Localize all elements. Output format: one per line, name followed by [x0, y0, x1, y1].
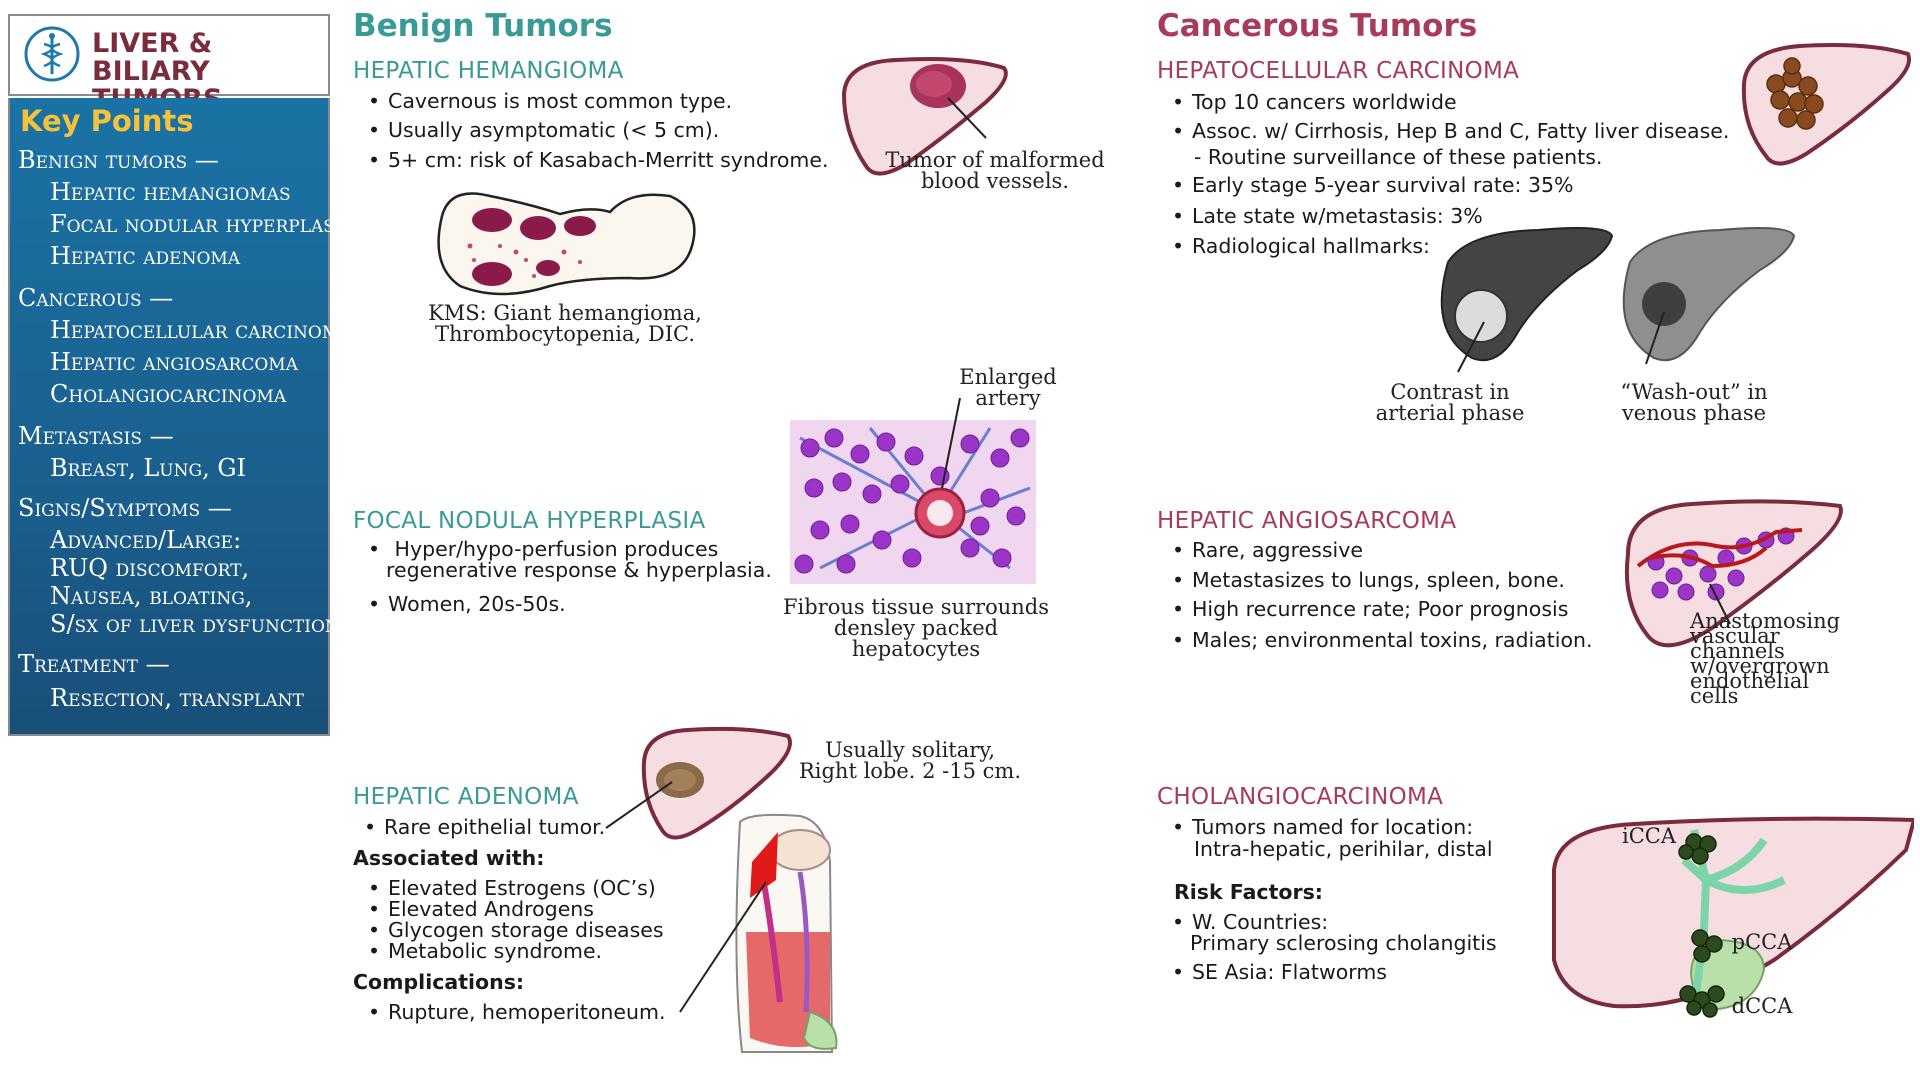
benign-title: Benign Tumors [353, 8, 613, 44]
risk-factors-title: Risk Factors: [1174, 880, 1323, 904]
hemangioma-bullet-3: 5+ cm: risk of Kasabach-Merritt syndrome… [370, 148, 829, 172]
angiosarcoma-liver-illustration [1624, 499, 1843, 648]
cancerous-title: Cancerous Tumors [1157, 8, 1478, 44]
key-points-title: Key Points [20, 104, 194, 138]
key-point-hcc: Hepatocellular carcinoma [50, 316, 352, 344]
associated-title: Associated with: [353, 846, 545, 870]
risk-1: W. Countries: [1174, 910, 1328, 934]
pcca-label: pCCA [1731, 930, 1793, 954]
key-point-advanced: Advanced/Large: [50, 526, 242, 554]
fnh-bullet-1: Hyper/hypo-perfusion produces [370, 537, 719, 561]
hcc-bullet-5: Radiological hallmarks: [1174, 234, 1430, 258]
hcc-title: HEPATOCELLULAR CARCINOMA [1157, 58, 1520, 84]
icca-label: iCCA [1621, 824, 1677, 848]
hcc-bullet-3: Early stage 5-year survival rate: 35% [1174, 173, 1574, 197]
fnh-bullet-2: Women, 20s-50s. [370, 592, 566, 616]
arterial-label: Contrast in arterial phase [1375, 380, 1525, 425]
venous-label: “Wash-out” in venous phase [1620, 380, 1768, 425]
key-point-cholangio: Cholangiocarcinoma [50, 380, 287, 408]
key-points-panel: Key Points Benign tumors — Hepatic heman… [8, 98, 354, 736]
dcca-label: dCCA [1731, 994, 1793, 1018]
associated-1: Elevated Estrogens (OC’s) [370, 876, 656, 900]
key-point-nausea: Nausea, bloating, [50, 582, 253, 610]
caduceus-logo-icon [24, 26, 80, 82]
risk-1-line-2: Primary sclerosing cholangitis [1190, 931, 1497, 955]
associated-4: Metabolic syndrome. [370, 939, 602, 963]
title-box: LIVER & BILIARY TUMORS [8, 14, 330, 114]
hcc-sub: - Routine surveillance of these patients… [1194, 145, 1603, 169]
complications-title: Complications: [353, 970, 525, 994]
arterial-phase-illustration [1440, 227, 1614, 373]
associated-3: Glycogen storage diseases [370, 918, 664, 942]
hemangioma-bullet-1: Cavernous is most common type. [370, 89, 732, 113]
key-point-signs: Signs/Symptoms — [18, 494, 232, 522]
adenoma-liver-illustration [641, 726, 792, 840]
key-point-cancerous: Cancerous — [18, 284, 174, 312]
angiosarcoma-bullet-1: Rare, aggressive [1174, 538, 1363, 562]
kms-label: KMS: Giant hemangioma, Thrombocytopenia,… [428, 301, 702, 346]
biliary-tree-illustration [1552, 816, 1914, 1018]
key-point-hemangiomas: Hepatic hemangiomas [50, 178, 291, 206]
adenoma-pointer-line [605, 781, 673, 829]
artery-label: Enlarged artery [959, 365, 1057, 410]
adenoma-bullet: Rare epithelial tumor. [366, 815, 605, 839]
fnh-hepatocytes-illustration [790, 398, 1036, 584]
key-point-ruq: RUQ discomfort, [50, 554, 250, 582]
hemangioma-liver-illustration [841, 57, 1008, 176]
key-point-angiosarcoma: Hepatic angiosarcoma [50, 348, 298, 376]
risk-2: SE Asia: Flatworms [1174, 960, 1387, 984]
cholangio-bullet-1-line-2: Intra-hepatic, perihilar, distal [1194, 837, 1493, 861]
key-point-fnh: Focal nodular hyperplasia [50, 210, 354, 238]
hemangioma-bullet-2: Usually asymptomatic (< 5 cm). [370, 118, 719, 142]
angiosarcoma-bullet-3: High recurrence rate; Poor prognosis [1174, 597, 1568, 621]
angiosarcoma-bullet-4: Males; environmental toxins, radiation. [1174, 628, 1593, 652]
fnh-tissue-label: Fibrous tissue surrounds densley packed … [782, 595, 1050, 661]
hcc-bullet-1: Top 10 cancers worldwide [1174, 90, 1457, 114]
hcc-bullet-4: Late state w/metastasis: 3% [1174, 204, 1483, 228]
complication-1: Rupture, hemoperitoneum. [370, 1000, 666, 1024]
hcc-bullet-2: Assoc. w/ Cirrhosis, Hep B and C, Fatty … [1174, 119, 1729, 143]
hemoperitoneum-torso-illustration [679, 813, 838, 1053]
key-point-adenoma: Hepatic adenoma [50, 242, 241, 270]
fnh-title: FOCAL NODULA HYPERPLASIA [353, 508, 706, 534]
venous-phase-illustration [1622, 227, 1796, 365]
hcc-liver-illustration [1741, 43, 1911, 166]
angiosarcoma-title: HEPATIC ANGIOSARCOMA [1157, 508, 1457, 534]
hemangioma-liver-label: Tumor of malformed blood vessels. [885, 148, 1105, 193]
title-line-1: LIVER & BILIARY [92, 28, 213, 87]
adenoma-solitary-label: Usually solitary, Right lobe. 2 -15 cm. [798, 738, 1022, 783]
associated-2: Elevated Androgens [370, 897, 594, 921]
key-point-resection: Resection, transplant [50, 684, 304, 712]
key-point-metastasis: Metastasis — [18, 422, 174, 450]
fnh-bullet-1-line-2: regenerative response & hyperplasia. [386, 558, 772, 582]
angiosarcoma-label: Anastomosing vascular channels w/overgro… [1690, 609, 1841, 708]
key-point-benign: Benign tumors — [18, 146, 219, 174]
hemangioma-title: HEPATIC HEMANGIOMA [353, 58, 624, 84]
key-point-treatment: Treatment — [18, 650, 170, 678]
adenoma-title: HEPATIC ADENOMA [353, 784, 579, 810]
infant-kms-illustration [437, 192, 696, 296]
angiosarcoma-bullet-2: Metastasizes to lungs, spleen, bone. [1174, 568, 1565, 592]
key-point-liver-dysfunction: S/sx of liver dysfunction. [50, 610, 348, 638]
cholangio-title: CHOLANGIOCARCINOMA [1157, 784, 1444, 810]
key-point-metastasis-sites: Breast, Lung, GI [50, 454, 246, 482]
cholangio-bullet-1: Tumors named for location: [1174, 815, 1473, 839]
